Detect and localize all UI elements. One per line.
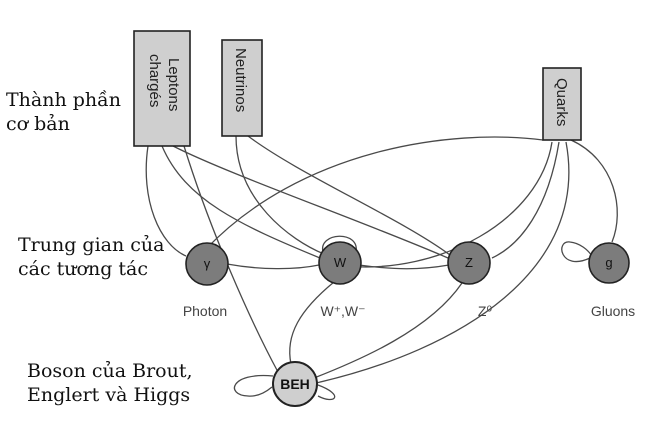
z-symbol: Z bbox=[465, 255, 473, 270]
beh-symbol: BEH bbox=[280, 376, 310, 392]
edge-z-beh bbox=[313, 282, 463, 379]
beh-self-loop-right bbox=[317, 384, 336, 401]
edge-leptons-z bbox=[172, 145, 449, 259]
box-neutrinos: Neutrinos bbox=[221, 39, 263, 137]
node-w: W bbox=[318, 241, 362, 285]
box-charged-leptons: Leptons chargés bbox=[133, 30, 191, 147]
label-fundamental: Thành phần cơ bản bbox=[6, 89, 122, 135]
edge-quarks-gluon bbox=[570, 139, 618, 243]
caption-z: Z⁰ bbox=[478, 303, 493, 319]
edge-quarks-z bbox=[491, 141, 560, 259]
edge-leptons-photon bbox=[145, 145, 187, 257]
leptons-label-line2: chargés bbox=[146, 54, 163, 107]
edge-w-z bbox=[358, 264, 450, 270]
node-z: Z bbox=[447, 241, 491, 285]
node-beh: BEH bbox=[272, 361, 318, 407]
quarks-label: Quarks bbox=[553, 78, 570, 126]
label-mediators: Trung gian của các tương tác bbox=[18, 234, 165, 280]
beh-self-loop bbox=[233, 374, 274, 397]
edge-leptons-beh bbox=[183, 145, 279, 373]
interaction-lines bbox=[145, 135, 618, 401]
box-quarks: Quarks bbox=[542, 67, 582, 141]
edge-w-beh bbox=[289, 281, 335, 365]
leptons-label-line1: Leptons bbox=[165, 58, 182, 111]
caption-w: W⁺,W⁻ bbox=[320, 303, 365, 319]
node-photon: γ bbox=[185, 242, 229, 286]
caption-gluons: Gluons bbox=[591, 303, 635, 319]
photon-symbol: γ bbox=[204, 256, 211, 271]
edge-neutrinos-w bbox=[235, 135, 325, 255]
edge-photon-w bbox=[226, 263, 320, 270]
label-beh-boson: Boson của Brout, Englert và Higgs bbox=[27, 360, 193, 406]
w-self-loop bbox=[322, 235, 357, 253]
edge-quarks-beh bbox=[315, 141, 570, 384]
neutrinos-label: Neutrinos bbox=[232, 48, 249, 112]
edge-leptons-w bbox=[161, 145, 321, 259]
edge-quarks-w bbox=[344, 141, 553, 268]
edge-neutrinos-z bbox=[247, 135, 451, 256]
gluon-symbol: g bbox=[605, 255, 612, 270]
node-gluon: g bbox=[588, 242, 630, 284]
edge-quarks-photon bbox=[204, 136, 544, 251]
w-symbol: W bbox=[334, 255, 347, 270]
gluon-self-loop bbox=[561, 241, 593, 263]
caption-photon: Photon bbox=[183, 303, 227, 319]
